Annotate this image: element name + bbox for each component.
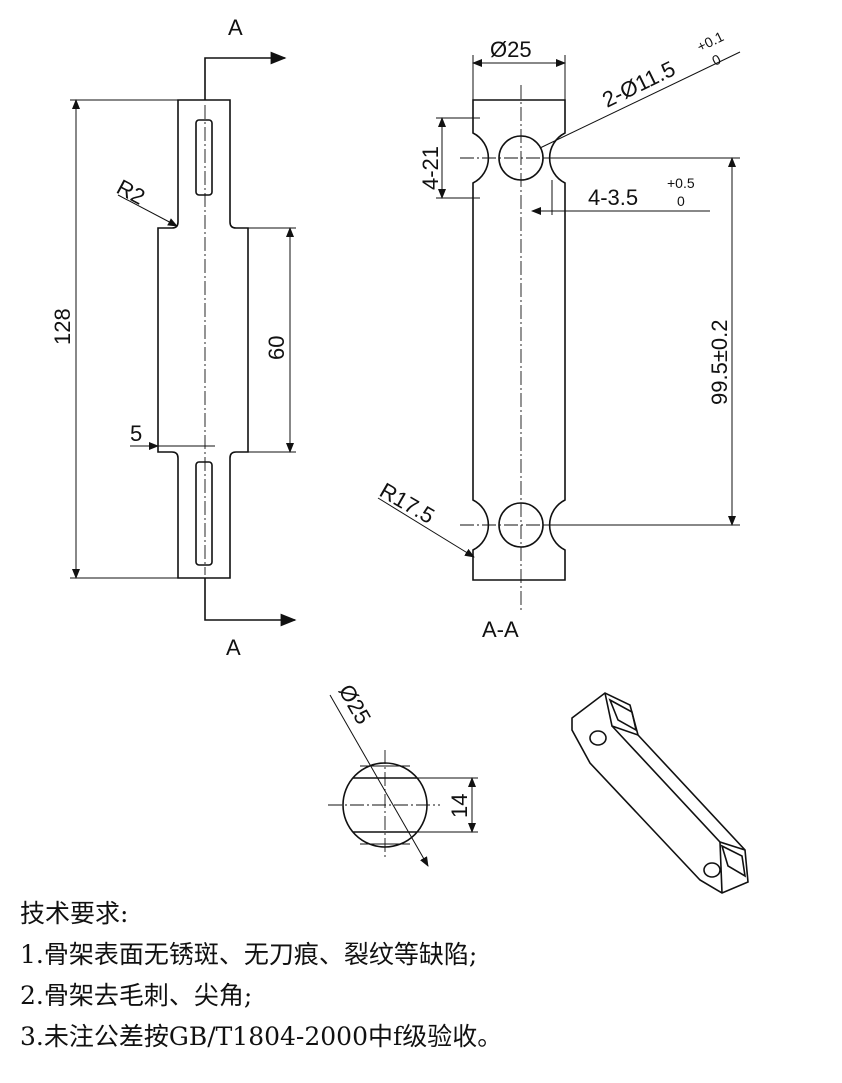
slot-bottom (195, 461, 213, 566)
technical-requirements: 技术要求: 1.骨架表面无锈斑、无刀痕、裂纹等缺陷; 2.骨架去毛刺、尖角; 3… (20, 893, 502, 1057)
dim-5: 5 (130, 421, 142, 446)
dim-radius: R17.5 (376, 478, 439, 529)
requirement-item: 1.骨架表面无锈斑、无刀痕、裂纹等缺陷; (20, 940, 478, 969)
end-view: Ø25 14 (328, 680, 478, 867)
dim-slot-tol-upper: +0.5 (667, 175, 695, 191)
section-view: Ø25 2-Ø11.5 +0.1 0 4-21 4-3.5 +0.5 0 99.… (376, 28, 741, 642)
dim-diameter-25: Ø25 (490, 37, 532, 62)
dim-slot-tol-lower: 0 (677, 193, 685, 209)
section-arrow-bottom (204, 578, 297, 627)
requirement-item: 2.骨架去毛刺、尖角; (20, 981, 253, 1010)
part-outline (157, 99, 249, 579)
section-body (472, 99, 566, 581)
section-label-bottom: A (226, 635, 241, 660)
dim-slot-depth: 4-3.5 (588, 185, 638, 210)
end-dim-flat: 14 (447, 794, 472, 818)
isometric-view (571, 692, 749, 894)
front-view: A A 128 60 5 R2 (50, 15, 297, 660)
dim-60: 60 (264, 336, 289, 360)
dim-r2: R2 (113, 174, 150, 209)
section-title: A-A (482, 617, 519, 642)
requirement-item: 3.未注公差按GB/T1804-2000中f级验收。 (20, 1022, 503, 1051)
dim-128: 128 (50, 308, 75, 345)
slot-top (195, 119, 213, 196)
section-arrow-top (204, 51, 287, 100)
end-dim-diameter: Ø25 (334, 680, 376, 729)
dim-slot-length: 4-21 (418, 146, 443, 190)
dim-holes: 2-Ø11.5 (598, 56, 679, 113)
dim-center-distance: 99.5±0.2 (707, 320, 732, 405)
section-label-top: A (228, 15, 243, 40)
dim-holes-tol-upper: +0.1 (694, 28, 726, 55)
requirements-title: 技术要求: (20, 899, 129, 928)
